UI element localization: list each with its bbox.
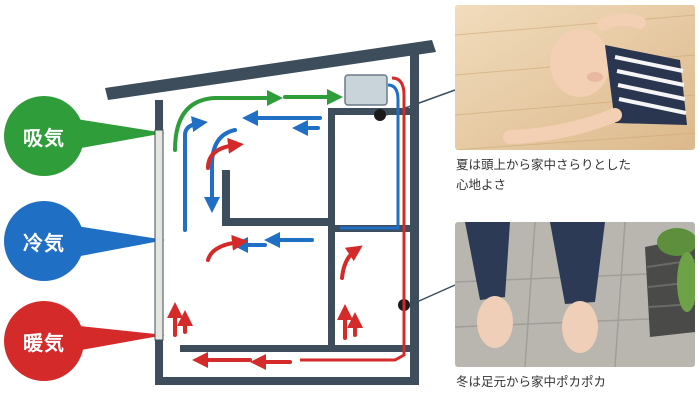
warm-duct: [300, 76, 406, 362]
warm-arrow-3: [340, 245, 363, 280]
photo-leader-bottom: [409, 284, 456, 306]
cool-label: 冷気: [23, 230, 65, 255]
cool-arrow-1: [183, 116, 208, 232]
warm-label: 暖気: [23, 330, 65, 355]
left-foot: [477, 296, 513, 348]
baby-photo: [455, 5, 695, 150]
cool-pointer: [70, 225, 165, 258]
warm-arrow-2: [206, 234, 248, 262]
feet-photo: [455, 222, 695, 367]
cool-arrow-4: [204, 128, 237, 213]
baby-arm: [503, 108, 622, 144]
left-leg: [465, 222, 510, 300]
cool-duct: [340, 83, 400, 230]
baby-head: [550, 29, 610, 97]
warm-pointer: [70, 325, 165, 352]
left-wall-lower: [155, 340, 163, 385]
intake-pointer: [70, 118, 165, 150]
fan-top: [374, 109, 386, 121]
cool-badge: 冷気: [4, 201, 84, 281]
cool-arrows: [183, 110, 322, 253]
loft-floor: [330, 108, 410, 115]
right-wall: [410, 52, 419, 385]
floor: [155, 377, 419, 385]
roof: [105, 40, 436, 100]
baby-photo-art: [455, 5, 695, 150]
baby-shirt: [605, 45, 687, 125]
ac-unit: [344, 74, 388, 106]
upper-floor-slab: [222, 218, 332, 226]
intake-arrows: [173, 89, 343, 152]
warm-arrow-1: [206, 137, 244, 170]
ground-floor-slab: [180, 345, 410, 352]
plant-pot: [645, 228, 695, 337]
warm-badge: 暖気: [4, 301, 84, 381]
summer-caption-line1: 夏は頭上から家中さらりとした: [456, 157, 632, 172]
summer-caption: 夏は頭上から家中さらりとした 心地よさ: [456, 155, 696, 195]
intake-badge: 吸気: [4, 96, 84, 176]
left-wall-upper: [155, 100, 163, 130]
left-window: [154, 129, 164, 341]
summer-caption-line2: 心地よさ: [456, 177, 507, 192]
intake-label: 吸気: [23, 125, 65, 150]
lower-wall: [328, 232, 335, 352]
intake-arrow-main: [173, 90, 283, 152]
right-foot: [562, 301, 598, 353]
warm-arrows: [167, 137, 363, 370]
winter-caption: 冬は足元から家中ポカポカ: [456, 374, 607, 389]
inner-wall-upper: [222, 170, 230, 226]
feet-photo-art: [455, 222, 695, 367]
right-leg: [550, 222, 605, 304]
loft-wall: [328, 108, 335, 226]
